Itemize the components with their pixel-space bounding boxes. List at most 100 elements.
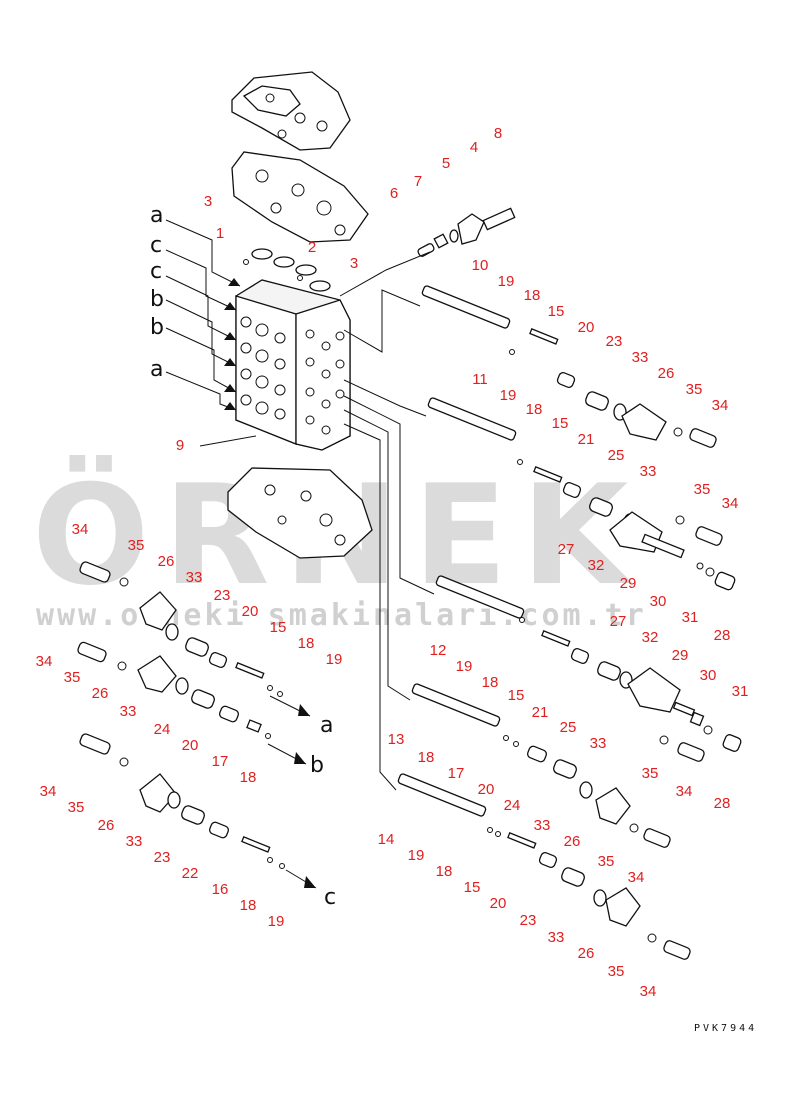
callout-33: 33 bbox=[632, 349, 649, 366]
callout-18: 18 bbox=[436, 863, 453, 880]
flow-letter-c: c bbox=[150, 233, 162, 258]
seal-set bbox=[243, 248, 331, 292]
top-cover bbox=[231, 71, 351, 151]
callout-25: 25 bbox=[608, 447, 625, 464]
callout-32: 32 bbox=[588, 557, 605, 574]
callout-24: 24 bbox=[154, 721, 171, 738]
callout-33: 33 bbox=[548, 929, 565, 946]
callout-21: 21 bbox=[578, 431, 595, 448]
callout-32: 32 bbox=[642, 629, 659, 646]
callout-15: 15 bbox=[548, 303, 565, 320]
callout-28: 28 bbox=[714, 627, 731, 644]
arrow-head bbox=[224, 402, 236, 410]
flow-letter-c: c bbox=[150, 259, 162, 284]
callout-9: 9 bbox=[176, 437, 184, 454]
callout-20: 20 bbox=[182, 737, 199, 754]
callout-23: 23 bbox=[606, 333, 623, 350]
callout-19: 19 bbox=[500, 387, 517, 404]
callout-3: 3 bbox=[350, 255, 358, 272]
callout-3: 3 bbox=[204, 193, 212, 210]
callout-17: 17 bbox=[448, 765, 465, 782]
callout-35: 35 bbox=[694, 481, 711, 498]
callout-15: 15 bbox=[552, 415, 569, 432]
callout-8: 8 bbox=[494, 125, 502, 142]
callout-22: 22 bbox=[182, 865, 199, 882]
arrow-head bbox=[228, 278, 240, 286]
main-valve-body bbox=[235, 279, 351, 451]
callout-29: 29 bbox=[672, 647, 689, 664]
flow-letter-b: b bbox=[150, 315, 164, 340]
callout-31: 31 bbox=[682, 609, 699, 626]
callout-34: 34 bbox=[676, 783, 693, 800]
callout-18: 18 bbox=[298, 635, 315, 652]
callout-15: 15 bbox=[508, 687, 525, 704]
flow-letter-a: a bbox=[150, 203, 163, 228]
callout-5: 5 bbox=[442, 155, 450, 172]
callout-18: 18 bbox=[482, 674, 499, 691]
flow-letter-b: b bbox=[310, 753, 324, 778]
lower-cover bbox=[227, 467, 373, 559]
callout-26: 26 bbox=[658, 365, 675, 382]
spool-12-group bbox=[435, 575, 742, 762]
callout-21: 21 bbox=[532, 704, 549, 721]
callout-20: 20 bbox=[578, 319, 595, 336]
callout-27: 27 bbox=[558, 541, 575, 558]
arrows bbox=[224, 278, 316, 888]
callout-19: 19 bbox=[456, 658, 473, 675]
relief-valve-parts bbox=[417, 207, 516, 257]
callout-23: 23 bbox=[520, 912, 537, 929]
callout-19: 19 bbox=[326, 651, 343, 668]
arrow-head bbox=[224, 384, 236, 392]
body-ports bbox=[240, 316, 345, 435]
callout-13: 13 bbox=[388, 731, 405, 748]
leader-lines bbox=[165, 219, 435, 889]
callout-12: 12 bbox=[430, 642, 447, 659]
callout-24: 24 bbox=[504, 797, 521, 814]
callout-29: 29 bbox=[620, 575, 637, 592]
callout-35: 35 bbox=[608, 963, 625, 980]
callout-20: 20 bbox=[478, 781, 495, 798]
callout-35: 35 bbox=[642, 765, 659, 782]
callout-16: 16 bbox=[212, 881, 229, 898]
callout-33: 33 bbox=[120, 703, 137, 720]
callout-35: 35 bbox=[64, 669, 81, 686]
callout-19: 19 bbox=[498, 273, 515, 290]
callout-10: 10 bbox=[472, 257, 489, 274]
callout-1: 1 bbox=[216, 225, 224, 242]
drawing-code: PVK7944 bbox=[694, 1023, 757, 1034]
callout-35: 35 bbox=[686, 381, 703, 398]
callout-6: 6 bbox=[390, 185, 398, 202]
callout-30: 30 bbox=[700, 667, 717, 684]
flow-letter-c: c bbox=[324, 885, 336, 910]
arrow-head bbox=[304, 876, 316, 888]
callout-26: 26 bbox=[98, 817, 115, 834]
flow-letter-a: a bbox=[150, 357, 163, 382]
callout-35: 35 bbox=[598, 853, 615, 870]
callout-23: 23 bbox=[154, 849, 171, 866]
callout-17: 17 bbox=[212, 753, 229, 770]
arrow-head bbox=[224, 302, 236, 310]
callout-26: 26 bbox=[92, 685, 109, 702]
callout-34: 34 bbox=[640, 983, 657, 1000]
callout-35: 35 bbox=[68, 799, 85, 816]
callout-23: 23 bbox=[214, 587, 231, 604]
flow-letter-b: b bbox=[150, 287, 164, 312]
part-callouts: 3123967548101918152023332635341119181521… bbox=[36, 125, 749, 1000]
callout-25: 25 bbox=[560, 719, 577, 736]
callout-31: 31 bbox=[732, 683, 749, 700]
callout-14: 14 bbox=[378, 831, 395, 848]
callout-18: 18 bbox=[240, 897, 257, 914]
callout-34: 34 bbox=[712, 397, 729, 414]
arrow-head bbox=[298, 704, 310, 716]
callout-33: 33 bbox=[640, 463, 657, 480]
callout-33: 33 bbox=[590, 735, 607, 752]
callout-34: 34 bbox=[722, 495, 739, 512]
callout-33: 33 bbox=[534, 817, 551, 834]
callout-18: 18 bbox=[524, 287, 541, 304]
left-parts-c bbox=[79, 733, 285, 869]
callout-18: 18 bbox=[526, 401, 543, 418]
left-parts-a bbox=[79, 561, 283, 697]
callout-33: 33 bbox=[186, 569, 203, 586]
